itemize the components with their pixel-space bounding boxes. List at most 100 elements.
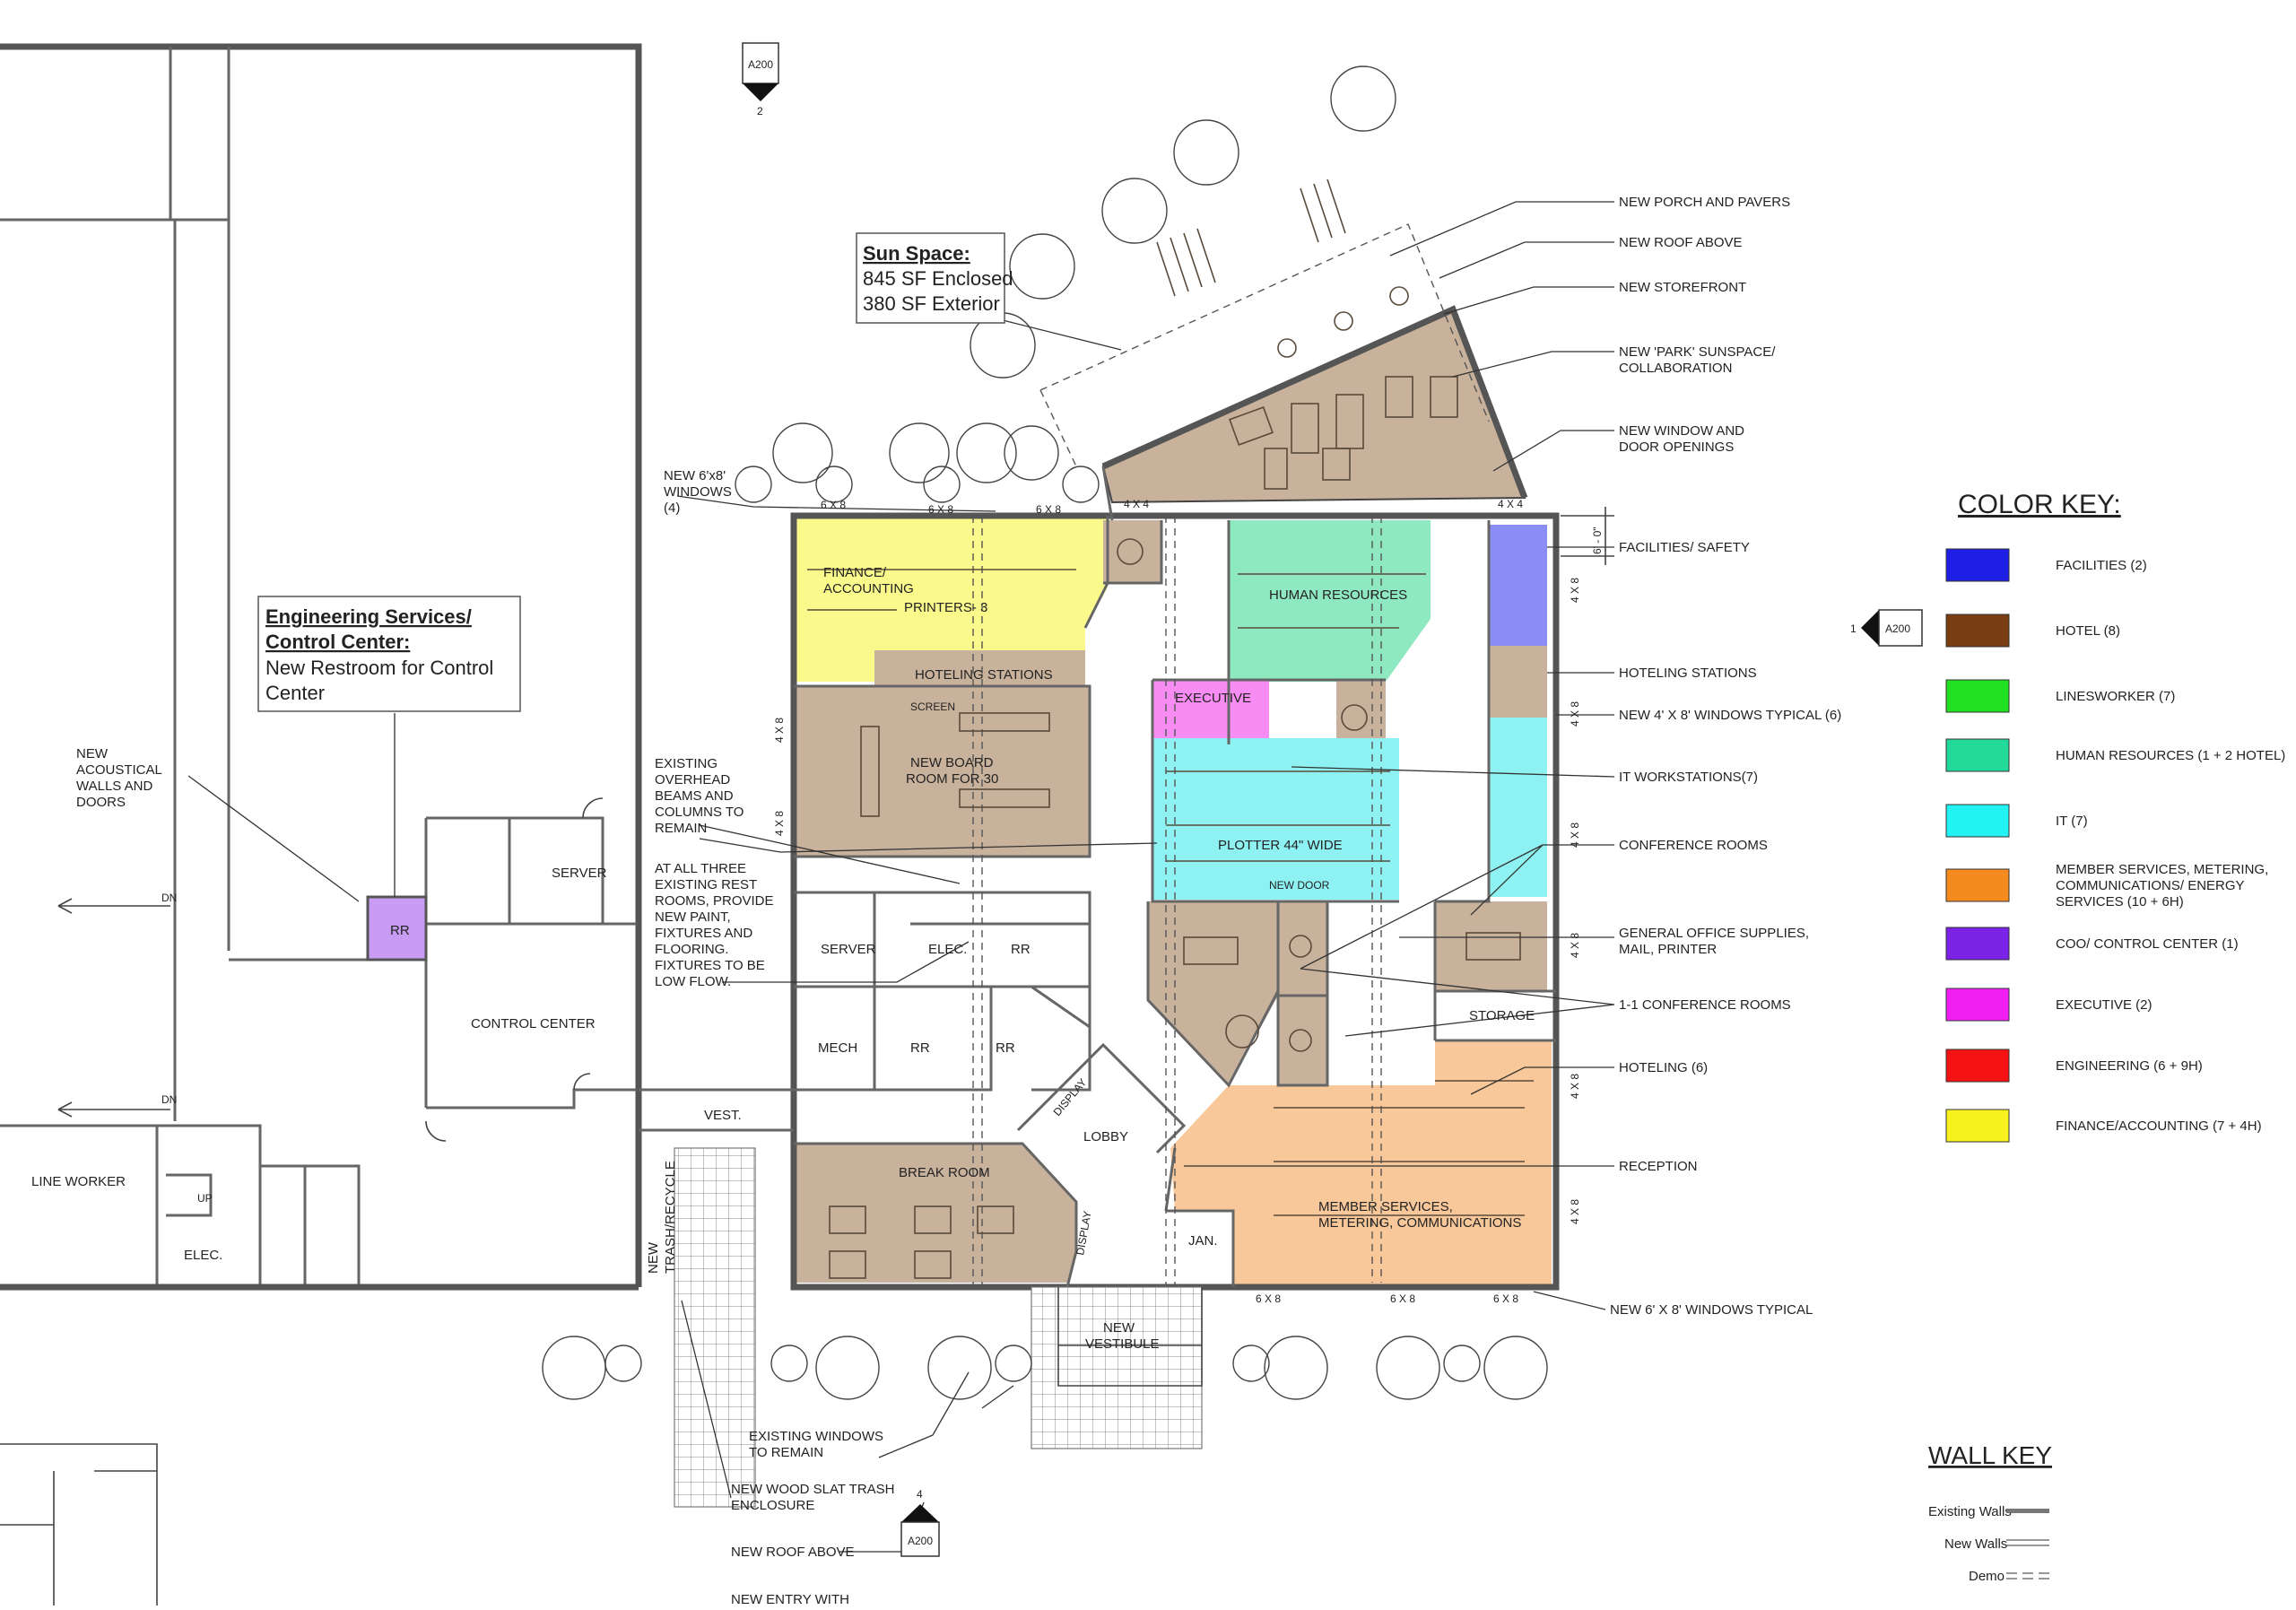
note-rest-2: EXISTING REST	[655, 877, 757, 892]
color-key-title: COLOR KEY:	[1958, 490, 2121, 519]
label-trash-1: NEW	[646, 1241, 661, 1274]
color-key-label: HUMAN RESOURCES (1 + 2 HOTEL)	[2056, 748, 2285, 763]
note-rest-6: FLOORING.	[655, 942, 729, 957]
existing-building	[0, 43, 642, 1606]
window-tag: 4 X 8	[1569, 822, 1581, 848]
label-finance-2: ACCOUNTING	[823, 581, 914, 596]
note-roof-above-top: NEW ROOF ABOVE	[1619, 235, 1743, 250]
color-key-label: FINANCE/ACCOUNTING (7 + 4H)	[2056, 1118, 2262, 1134]
color-key: COLOR KEY: FACILITIES (2)HOTEL (8)LINESW…	[1945, 490, 2285, 1143]
note-rest-5: FIXTURES AND	[655, 926, 752, 941]
new-wing-walls	[639, 223, 1560, 1291]
room-fills	[794, 308, 1552, 1287]
label-screen: SCREEN	[910, 701, 955, 713]
label-lobby: LOBBY	[1083, 1129, 1128, 1144]
window-tag: 4 X 8	[1569, 1199, 1581, 1224]
note-windows-3: (4)	[664, 500, 680, 516]
note-park-sunspace-2: COLLABORATION	[1619, 361, 1732, 376]
engineering-line-2: Center	[265, 682, 325, 704]
label-rr-b: RR	[910, 1040, 930, 1056]
color-key-label: COO/ CONTROL CENTER (1)	[2056, 936, 2239, 952]
window-tag: 4 X 4	[1124, 498, 1149, 510]
color-key-swatch	[1945, 1109, 2010, 1143]
color-key-items: FACILITIES (2)HOTEL (8)LINESWORKER (7)HU…	[1945, 548, 2285, 1143]
color-key-label: LINESWORKER (7)	[2056, 689, 2175, 704]
label-member-2: METERING, COMMUNICATIONS	[1318, 1215, 1521, 1231]
note-wood-slat-2: ENCLOSURE	[731, 1498, 814, 1513]
window-tag: 6 X 8	[928, 503, 953, 516]
label-human-resources: HUMAN RESOURCES	[1269, 587, 1407, 603]
note-existing-windows-1: EXISTING WINDOWS	[749, 1429, 883, 1444]
note-rest-1: AT ALL THREE	[655, 861, 746, 876]
label-new-vestibule-1: NEW	[1103, 1320, 1135, 1336]
color-key-swatch	[1945, 1049, 2010, 1083]
note-acoustic-3: WALLS AND	[76, 779, 152, 794]
section-mark-bottom-number: 4	[917, 1488, 923, 1501]
note-office-supplies-1: GENERAL OFFICE SUPPLIES,	[1619, 926, 1809, 941]
label-elec-left: ELEC.	[184, 1248, 222, 1263]
section-mark-right: A200 1	[1850, 609, 1923, 647]
label-vest: VEST.	[704, 1108, 742, 1123]
note-roof-above: NEW ROOF ABOVE	[731, 1545, 855, 1560]
window-tag: 6 X 8	[1256, 1292, 1281, 1305]
window-tag: 4 X 8	[773, 718, 786, 743]
window-tag: 4 X 8	[1569, 1074, 1581, 1099]
label-display-a: DISPLAY	[1051, 1076, 1090, 1118]
note-window-door-2: DOOR OPENINGS	[1619, 439, 1734, 455]
note-windows-2: WINDOWS	[664, 484, 732, 500]
label-hoteling-stations: HOTELING STATIONS	[915, 667, 1053, 683]
note-existing-windows-2: TO REMAIN	[749, 1445, 823, 1460]
label-storage: STORAGE	[1469, 1008, 1535, 1023]
section-mark-right-number: 1	[1850, 622, 1857, 635]
note-beams-3: BEAMS AND	[655, 788, 734, 804]
note-rest-7: FIXTURES TO BE	[655, 958, 765, 973]
note-4x8-windows: NEW 4' X 8' WINDOWS TYPICAL (6)	[1619, 708, 1841, 723]
wall-key-title: WALL KEY	[1928, 1441, 2052, 1469]
wall-key-existing: Existing Walls	[1928, 1504, 2012, 1519]
label-rr-small: RR	[390, 923, 410, 938]
note-porch-pavers: NEW PORCH AND PAVERS	[1619, 195, 1790, 210]
engineering-title-2: Control Center:	[265, 631, 410, 653]
note-rest-8: LOW FLOW.	[655, 974, 731, 989]
color-key-label: SERVICES (10 + 6H)	[2056, 894, 2184, 909]
label-rr-a: RR	[1011, 942, 1031, 957]
color-key-label: ENGINEERING (6 + 9H)	[2056, 1058, 2203, 1074]
section-mark-right-label: A200	[1885, 622, 1910, 635]
label-finance-1: FINANCE/	[823, 565, 887, 580]
color-key-label: HOTEL (8)	[2056, 623, 2120, 639]
sunspace-enclosed: 845 SF Enclosed	[863, 267, 1013, 290]
control-center-restroom	[366, 895, 428, 962]
note-hoteling-stations: HOTELING STATIONS	[1619, 666, 1757, 681]
label-new-vestibule-2: VESTIBULE	[1085, 1336, 1160, 1352]
section-mark-top-label: A200	[748, 58, 773, 71]
color-key-label: EXECUTIVE (2)	[2056, 997, 2152, 1013]
engineering-title-1: Engineering Services/	[265, 605, 472, 628]
window-tag: 6 X 8	[1036, 503, 1061, 516]
sunspace-exterior: 380 SF Exterior	[863, 292, 1000, 315]
label-executive: EXECUTIVE	[1175, 691, 1251, 706]
label-jan: JAN.	[1188, 1233, 1218, 1249]
left-notes: NEW 6'x8' WINDOWS (4) NEW ACOUSTICAL WAL…	[76, 468, 774, 989]
window-tag: 4 X 8	[1569, 578, 1581, 603]
leader-lines	[187, 201, 1615, 1553]
room-labels: FINANCE/ ACCOUNTING PRINTERS- 3 HOTELING…	[31, 565, 1535, 1352]
note-acoustic-2: ACOUSTICAL	[76, 762, 162, 778]
wall-key-demo-swatch	[2006, 1572, 2049, 1580]
color-key-swatch	[1945, 868, 2010, 902]
note-it-workstations: IT WORKSTATIONS(7)	[1619, 770, 1758, 785]
section-mark-top-number: 2	[757, 105, 763, 117]
note-hoteling-6: HOTELING (6)	[1619, 1060, 1708, 1075]
note-windows-1: NEW 6'x8'	[664, 468, 726, 483]
window-tag: 6 X 8	[821, 499, 846, 511]
window-tags: 6 X 8 6 X 8 6 X 8 4 X 4 4 X 4 6 X 8 6 X …	[773, 498, 1614, 1305]
note-beams-2: OVERHEAD	[655, 772, 730, 788]
note-new-entry: NEW ENTRY WITH	[731, 1592, 849, 1606]
dimension-6ft: 6' - 0"	[1591, 527, 1604, 554]
color-key-swatch	[1945, 614, 2010, 648]
label-boardroom-2: ROOM FOR 30	[906, 771, 998, 787]
label-dn-b: DN	[161, 1093, 177, 1106]
furniture	[807, 178, 1534, 1279]
window-tag: 6 X 8	[1390, 1292, 1415, 1305]
